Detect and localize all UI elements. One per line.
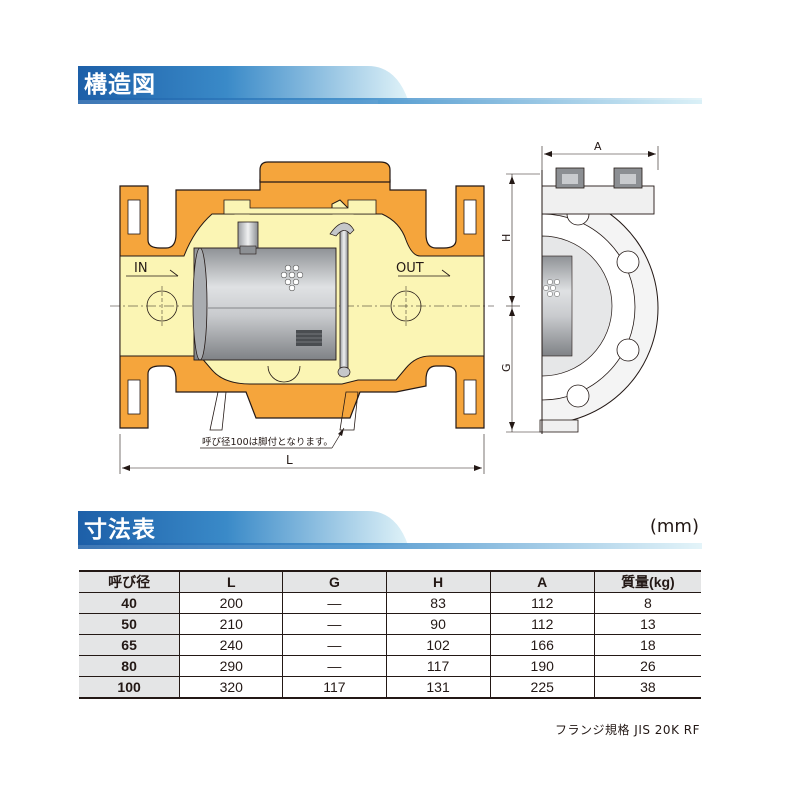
- label-in: IN: [134, 261, 148, 276]
- cell-size: 80: [79, 655, 181, 677]
- cell-h: 117: [385, 655, 491, 677]
- cell-g: —: [282, 613, 387, 635]
- cell-mass: 13: [593, 613, 701, 635]
- cell-size: 40: [79, 592, 181, 614]
- cell-h: 90: [385, 613, 491, 635]
- cell-h: 102: [385, 634, 491, 656]
- cell-l: 240: [179, 634, 284, 656]
- cell-g: —: [282, 592, 387, 614]
- valve-structure-diagram: IN OUT 呼び径100は脚付となります。 L H G A: [110, 140, 659, 474]
- cell-a: 225: [489, 676, 595, 699]
- cell-mass: 38: [593, 676, 701, 699]
- unit-label: (mm): [649, 516, 699, 537]
- cell-mass: 18: [593, 634, 701, 656]
- cell-a: 166: [489, 634, 595, 656]
- screen-perforations: [280, 264, 304, 292]
- cell-a: 112: [489, 613, 595, 635]
- cell-g: —: [282, 634, 387, 656]
- cell-size: 100: [79, 676, 181, 699]
- dimension-label-h: H: [500, 234, 513, 242]
- section-header-dimensions: 寸法表: [78, 511, 702, 549]
- section-header-band: [78, 511, 702, 549]
- cell-l: 320: [179, 676, 284, 699]
- page-title-structure: 構造図: [84, 72, 156, 98]
- cell-size: 65: [79, 634, 181, 656]
- dimension-label-l: L: [286, 453, 293, 467]
- cell-a: 190: [489, 655, 595, 677]
- dimension-label-g: G: [500, 363, 513, 372]
- label-out: OUT: [396, 261, 424, 276]
- cell-h: 83: [385, 592, 491, 614]
- cell-g: —: [282, 655, 387, 677]
- cell-l: 200: [179, 592, 284, 614]
- cell-mass: 8: [593, 592, 701, 614]
- cell-l: 210: [179, 613, 284, 635]
- section-header-band: [78, 66, 702, 104]
- cell-g: 117: [282, 676, 387, 699]
- column-header-mass: 質量(kg): [593, 570, 701, 593]
- page-title-dimensions: 寸法表: [84, 517, 156, 543]
- column-header-size: 呼び径: [79, 570, 181, 593]
- column-header-h: H: [385, 570, 491, 593]
- cell-h: 131: [385, 676, 491, 699]
- cell-mass: 26: [593, 655, 701, 677]
- column-header-a: A: [489, 570, 595, 593]
- leg-note: 呼び径100は脚付となります。: [202, 436, 333, 448]
- column-header-g: G: [282, 570, 387, 593]
- valve-front-view: H G A: [500, 140, 659, 434]
- cell-a: 112: [489, 592, 595, 614]
- cell-l: 290: [179, 655, 284, 677]
- section-header-structure: 構造図: [78, 66, 702, 104]
- column-header-l: L: [179, 570, 284, 593]
- cell-size: 50: [79, 613, 181, 635]
- flange-standard-note: フランジ規格 JIS 20K RF: [554, 723, 700, 737]
- valve-side-section: IN OUT 呼び径100は脚付となります。 L: [110, 161, 494, 474]
- dimension-label-a: A: [594, 140, 602, 153]
